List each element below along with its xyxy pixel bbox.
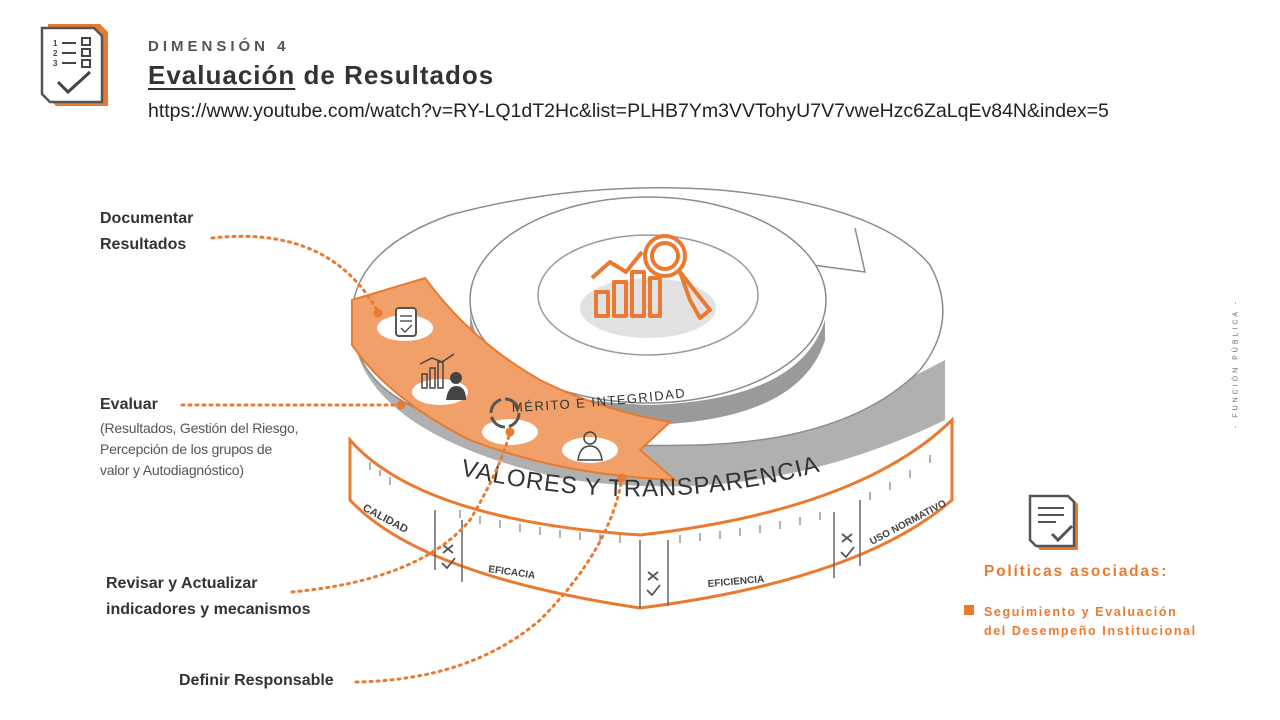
- label-eficiencia: EFICIENCIA: [707, 574, 764, 590]
- svg-text:2: 2: [53, 49, 58, 58]
- evaluate-person-icon: [412, 353, 468, 405]
- svg-text:3: 3: [53, 59, 58, 68]
- checklist-icon: 1 2 3: [40, 24, 108, 106]
- ruler-dividers: [434, 500, 861, 608]
- callout-revisar-line1: Revisar y Actualizar: [106, 575, 258, 592]
- policy-bullet: [964, 605, 974, 615]
- document-icon: [377, 307, 433, 341]
- ruler-ticks: [369, 455, 931, 543]
- connector-dot-eval: [396, 400, 406, 410]
- policy-line1: Seguimiento y Evaluación: [984, 605, 1178, 619]
- page-title: Evaluación de Resultados: [148, 60, 494, 91]
- callout-evaluar-sub1: (Resultados, Gestión del Riesgo,: [100, 420, 299, 436]
- ruler-checkmarks: [441, 533, 855, 597]
- policy-item: Seguimiento y Evaluación del Desempeño I…: [964, 603, 1197, 641]
- callout-revisar-line2: indicadores y mecanismos: [106, 601, 311, 618]
- responsible-person-icon: [562, 431, 618, 463]
- connector-dot-doc: [373, 308, 383, 318]
- callout-definir-title: Definir Responsable: [179, 672, 334, 689]
- callout-documentar-line2: Resultados: [100, 236, 187, 253]
- ruler-band: [348, 416, 954, 610]
- callout-evaluar-title: Evaluar: [100, 396, 158, 413]
- connector-dot-rev: [505, 427, 515, 437]
- callout-definir: Definir Responsable: [179, 668, 379, 694]
- connector-dot-def: [617, 473, 627, 483]
- policy-line2: del Desempeño Institucional: [984, 624, 1197, 638]
- callout-revisar: Revisar y Actualizar indicadores y mecan…: [106, 571, 366, 623]
- callout-evaluar-sub2: Percepción de los grupos de: [100, 441, 273, 457]
- policies-title: Políticas asociadas:: [984, 563, 1169, 580]
- callout-evaluar-sub3: valor y Autodiagnóstico): [100, 462, 244, 478]
- callout-evaluar: Evaluar (Resultados, Gestión del Riesgo,…: [100, 392, 340, 481]
- callout-documentar: Documentar Resultados: [100, 206, 240, 258]
- video-link[interactable]: https://www.youtube.com/watch?v=RY-LQ1dT…: [148, 100, 1109, 122]
- policy-document-icon: [1028, 494, 1078, 550]
- policy-text: Seguimiento y Evaluación del Desempeño I…: [984, 603, 1197, 641]
- title-underlined: Evaluación: [148, 60, 296, 90]
- callout-documentar-line1: Documentar: [100, 210, 194, 227]
- analytics-search-icon: [590, 234, 712, 320]
- dotted-connectors: [180, 234, 624, 684]
- svg-text:1: 1: [53, 39, 58, 48]
- title-rest: de Resultados: [295, 60, 495, 90]
- dimension-kicker: DIMENSIÓN 4: [148, 38, 290, 55]
